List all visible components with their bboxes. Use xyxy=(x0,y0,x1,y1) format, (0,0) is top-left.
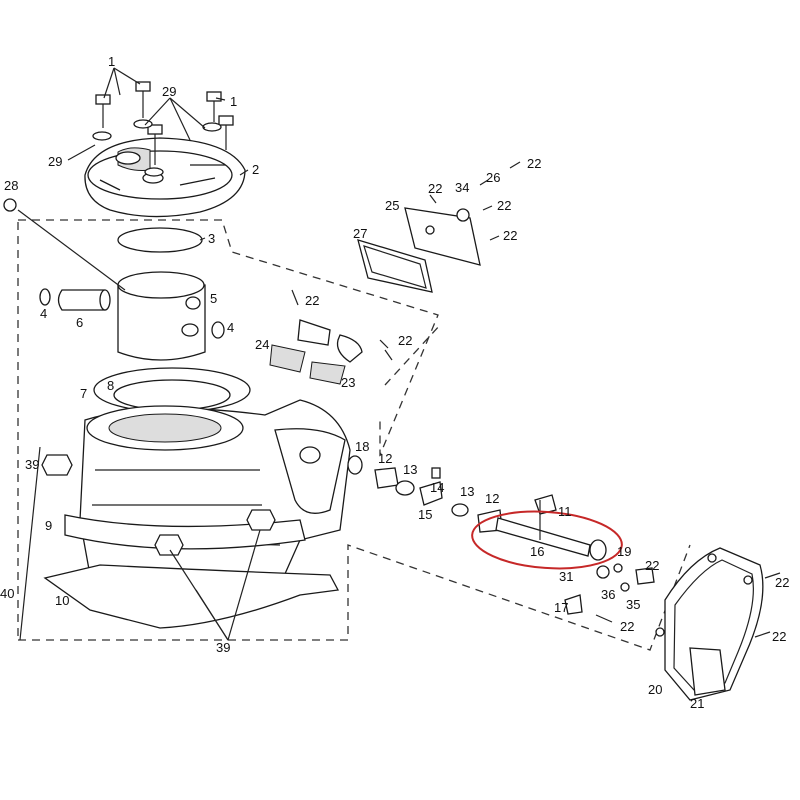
nuts-39 xyxy=(41,454,276,556)
cylinder-base-gasket xyxy=(43,564,340,629)
callout-35: 35 xyxy=(626,597,640,612)
callout-4a: 4 xyxy=(40,306,47,321)
callout-20: 20 xyxy=(648,682,662,697)
callout-22j: 22 xyxy=(772,629,786,644)
callout-22h: 22 xyxy=(620,619,634,634)
bolt-1e xyxy=(147,124,163,165)
callout-39a: 39 xyxy=(25,457,39,472)
callout-13b: 13 xyxy=(460,484,474,499)
callout-22g: 22 xyxy=(645,558,659,573)
callout-3: 3 xyxy=(208,231,215,246)
callout-40: 40 xyxy=(0,586,14,601)
callout-5: 5 xyxy=(210,291,217,306)
callout-29a: 29 xyxy=(162,84,176,99)
callout-22d: 22 xyxy=(503,228,517,243)
washer-29d xyxy=(144,167,164,177)
callout-27: 27 xyxy=(353,226,367,241)
washer-29c xyxy=(202,122,222,132)
highlight-ellipse xyxy=(471,510,623,570)
callout-36: 36 xyxy=(601,587,615,602)
cover-plates xyxy=(357,161,521,293)
leader-lines xyxy=(17,67,541,641)
callout-24: 24 xyxy=(255,337,269,352)
callout-22f: 22 xyxy=(398,333,412,348)
shaft-16 xyxy=(495,517,591,557)
bolt-1a xyxy=(95,94,111,128)
callout-1a: 1 xyxy=(108,54,115,69)
assembly-boundaries xyxy=(17,219,691,651)
circlip-4a xyxy=(39,288,51,306)
callout-39b: 39 xyxy=(216,640,230,655)
callout-31: 31 xyxy=(559,569,573,584)
bolt-1d xyxy=(218,115,234,150)
callout-4b: 4 xyxy=(227,320,234,335)
callout-15: 15 xyxy=(418,507,432,522)
callout-12b: 12 xyxy=(485,491,499,506)
piston xyxy=(117,271,206,361)
cylinder-block xyxy=(64,399,351,592)
callout-1b: 1 xyxy=(230,94,237,109)
callout-10: 10 xyxy=(55,593,69,608)
callout-29b: 29 xyxy=(48,154,62,169)
callout-8: 8 xyxy=(107,378,114,393)
callout-26: 26 xyxy=(486,170,500,185)
callout-17: 17 xyxy=(554,600,568,615)
piston-ring xyxy=(117,227,203,253)
callout-16: 16 xyxy=(530,544,544,559)
callout-25: 25 xyxy=(385,198,399,213)
callout-21: 21 xyxy=(690,696,704,711)
cylinder-head xyxy=(84,137,246,218)
reed-valve-parts xyxy=(269,289,393,385)
callout-9: 9 xyxy=(45,518,52,533)
callout-18: 18 xyxy=(355,439,369,454)
callout-14: 14 xyxy=(430,480,444,495)
callout-22b: 22 xyxy=(428,181,442,196)
callout-labels: 1 1 2 3 4 4 5 6 7 8 9 10 11 12 12 13 13 … xyxy=(0,54,789,711)
washer-29a xyxy=(92,131,112,141)
callout-22e: 22 xyxy=(305,293,319,308)
callout-7: 7 xyxy=(80,386,87,401)
callout-22i: 22 xyxy=(775,575,789,590)
callout-13a: 13 xyxy=(403,462,417,477)
circlip-4b xyxy=(211,321,225,339)
callout-2: 2 xyxy=(252,162,259,177)
callout-23: 23 xyxy=(341,375,355,390)
piston-pin xyxy=(57,289,111,311)
callout-22c: 22 xyxy=(497,198,511,213)
callout-11: 11 xyxy=(558,504,572,519)
callout-34: 34 xyxy=(455,180,469,195)
callout-19: 19 xyxy=(617,544,631,559)
callout-6: 6 xyxy=(76,315,83,330)
callout-12a: 12 xyxy=(378,451,392,466)
callout-22a: 22 xyxy=(527,156,541,171)
bolt-1b xyxy=(135,81,151,118)
part-28 xyxy=(3,198,17,212)
bolt-1c xyxy=(206,91,222,122)
side-cover xyxy=(655,547,781,701)
callout-28: 28 xyxy=(4,178,18,193)
head-bolts xyxy=(92,81,234,177)
